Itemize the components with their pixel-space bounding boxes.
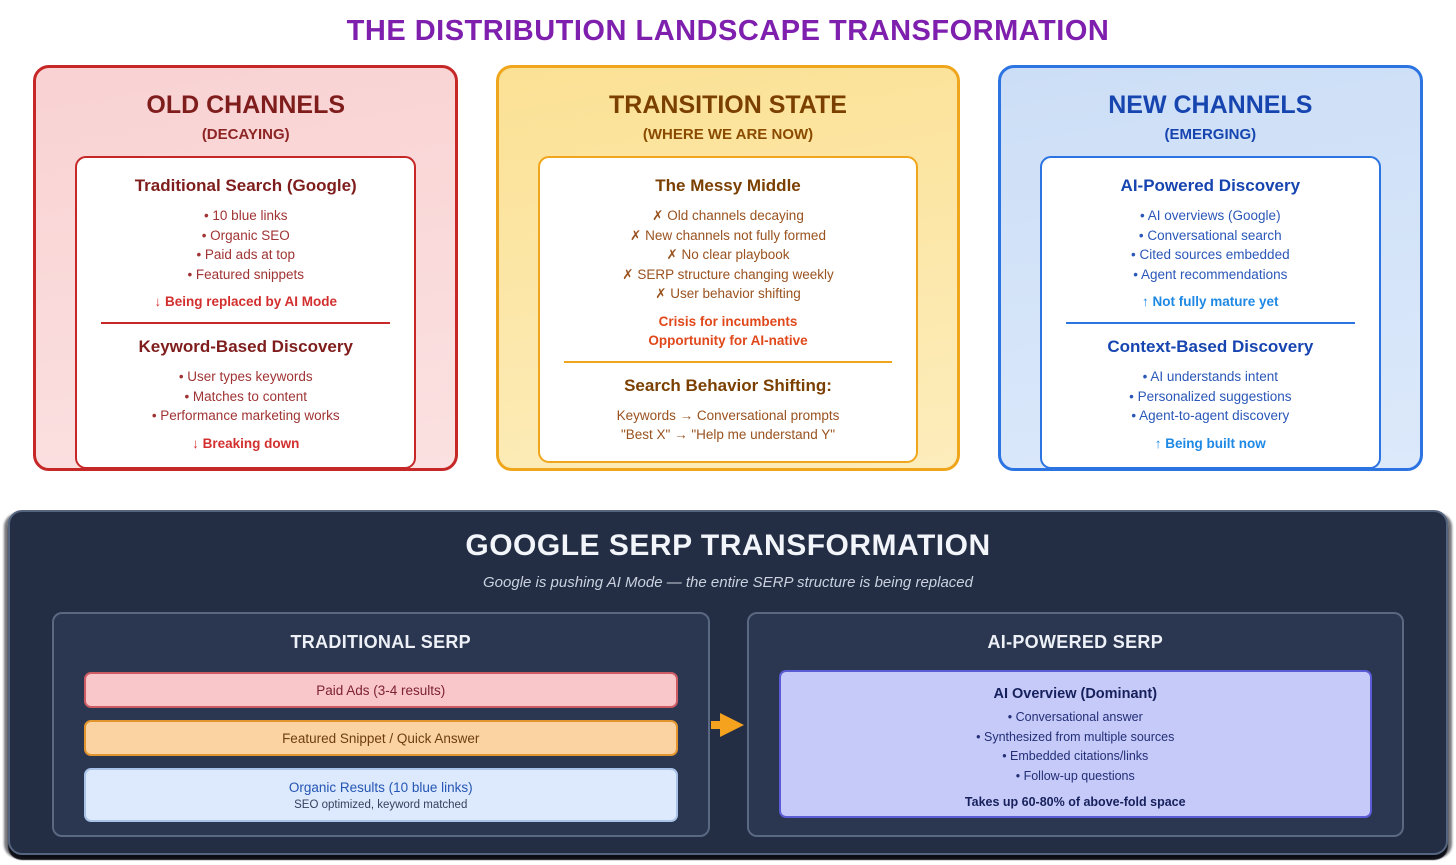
organic-results-sublabel: SEO optimized, keyword matched [294,798,468,811]
serp-title: GOOGLE SERP TRANSFORMATION [465,529,991,562]
x-item: ✗ User behavior shifting [655,286,801,301]
card-subtitle: (DECAYING) [201,126,290,143]
bullet-item: • Performance marketing works [151,408,340,423]
ai-overview-box: AI Overview (Dominant) • Conversational … [778,670,1372,818]
transformation-arrow [710,612,747,837]
x-item: ✗ SERP structure changing weekly [622,266,834,282]
card-inner-box: The Messy Middle ✗ Old channels decaying… [538,156,918,463]
bullet-item: • Embedded citations/links [1002,749,1149,763]
card-subtitle: (WHERE WE ARE NOW) [642,126,814,143]
traditional-serp-panel: TRADITIONAL SERP Paid Ads (3-4 results) … [52,612,710,837]
section-heading: AI-Powered Discovery [1120,176,1301,195]
ai-serp-header: AI-POWERED SERP [987,632,1164,652]
right-arrow-icon [710,712,744,737]
shift-item: Keywords → Conversational prompts [616,407,840,423]
card-inner-box: Traditional Search (Google) • 10 blue li… [75,156,417,469]
card-subtitle: (EMERGING) [1164,126,1257,143]
ai-serp-panel: AI-POWERED SERP AI Overview (Dominant) •… [746,612,1404,837]
card-title: TRANSITION STATE [609,91,847,119]
x-item: ✗ New channels not fully formed [630,227,826,243]
ai-overview-note: Takes up 60-80% of above-fold space [964,795,1186,809]
card-title: NEW CHANNELS [1108,91,1313,119]
organic-results-row: Organic Results (10 blue links) SEO opti… [84,768,678,822]
section-heading: Search Behavior Shifting: [624,375,832,395]
section-heading: Traditional Search (Google) [134,176,357,195]
section-heading: Keyword-Based Discovery [138,337,353,356]
bullet-item: • Conversational answer [1007,710,1143,724]
status-note: ↑ Not fully mature yet [1142,294,1279,309]
bullet-item: • Synthesized from multiple sources [976,729,1175,744]
page-title: THE DISTRIBUTION LANDSCAPE TRANSFORMATIO… [346,15,1110,47]
status-note: ↑ Being built now [1154,435,1266,451]
bullet-item: • Paid ads at top [196,247,295,262]
bullet-item: • Agent recommendations [1133,266,1288,282]
card-inner-box: AI-Powered Discovery • AI overviews (Goo… [1039,156,1382,469]
bullet-item: • AI overviews (Google) [1140,208,1281,223]
x-item: ✗ Old channels decaying [652,208,804,223]
bullet-item: • Agent-to-agent discovery [1131,408,1290,423]
serp-comparison-row: TRADITIONAL SERP Paid Ads (3-4 results) … [52,612,1404,837]
bullet-item: • Matches to content [184,388,307,404]
status-note: ↓ Breaking down [192,435,300,451]
section-divider [1065,322,1356,324]
section-heading: Context-Based Discovery [1107,337,1314,356]
bullet-item: • Follow-up questions [1015,768,1135,783]
bullet-item: • Organic SEO [201,227,290,243]
card-new-channels: NEW CHANNELS (EMERGING) AI-Powered Disco… [997,65,1424,471]
shift-item: "Best X" → "Help me understand Y" [620,427,836,442]
status-note: ↓ Being replaced by AI Mode [154,294,337,309]
bullet-item: • Conversational search [1138,227,1282,243]
bullet-item: • User types keywords [178,369,313,384]
organic-results-label: Organic Results (10 blue links) [288,779,473,795]
channels-row: OLD CHANNELS (DECAYING) Traditional Sear… [33,65,1424,471]
bullet-item: • Featured snippets [187,266,304,282]
bullet-item: • AI understands intent [1142,369,1278,384]
paid-ads-label: Paid Ads (3-4 results) [316,682,446,698]
card-title: OLD CHANNELS [146,91,346,119]
bullet-item: • Cited sources embedded [1131,247,1290,262]
ai-overview-heading: AI Overview (Dominant) [993,686,1158,702]
section-heading: The Messy Middle [655,176,801,195]
status-note: Crisis for incumbents [658,313,798,329]
serp-subtitle: Google is pushing AI Mode — the entire S… [483,574,973,591]
section-divider [564,360,892,363]
serp-transformation-panel: GOOGLE SERP TRANSFORMATION Google is pus… [8,510,1448,855]
traditional-serp-header: TRADITIONAL SERP [290,632,471,652]
featured-snippet-label: Featured Snippet / Quick Answer [282,730,480,746]
status-note: Opportunity for AI-native [648,332,808,348]
card-old-channels: OLD CHANNELS (DECAYING) Traditional Sear… [33,65,459,471]
section-divider [101,322,391,324]
paid-ads-row: Paid Ads (3-4 results) [84,672,678,708]
featured-snippet-row: Featured Snippet / Quick Answer [84,720,678,756]
card-transition-state: TRANSITION STATE (WHERE WE ARE NOW) The … [496,65,960,471]
bullet-item: • Personalized suggestions [1129,388,1292,404]
x-item: ✗ No clear playbook [666,247,790,262]
bullet-item: • 10 blue links [203,208,288,223]
